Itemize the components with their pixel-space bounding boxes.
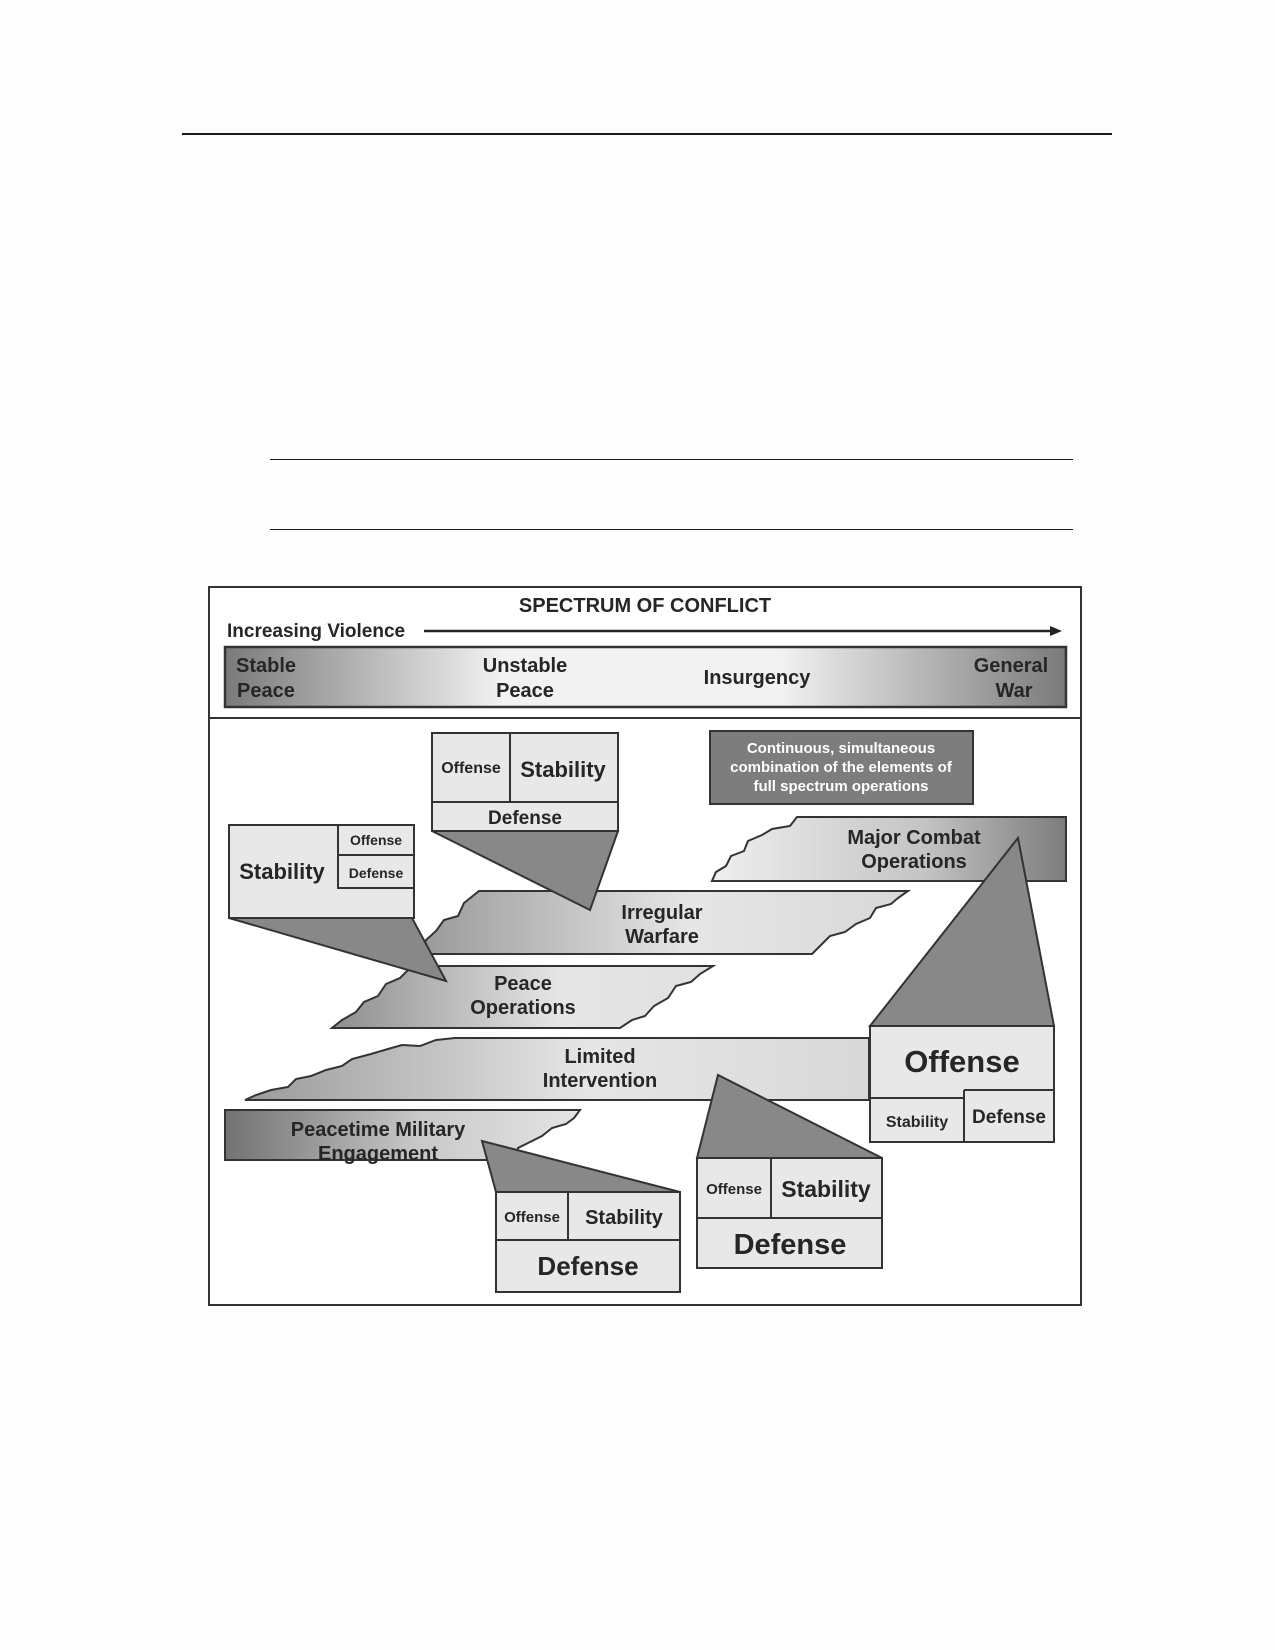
bottom-middle-block-offense: Offense	[706, 1181, 762, 1198]
caption-rule-bottom	[270, 529, 1073, 530]
bottom-left-block-stability: Stability	[585, 1207, 664, 1229]
right-block-offense: Offense	[904, 1044, 1019, 1079]
bottom-middle-block-defense: Defense	[734, 1229, 847, 1261]
arrow-head-icon	[1050, 626, 1062, 636]
band-limited-intervention	[244, 1037, 870, 1101]
spectrum-bar	[223, 645, 1068, 709]
bottom-left-block-defense: Defense	[537, 1251, 638, 1281]
callout-box	[709, 730, 974, 805]
left-block-offense: Offense	[350, 832, 402, 848]
band-peace-operations	[329, 965, 717, 1029]
block-bottom-middle: Offense Stability Defense	[696, 1157, 883, 1269]
caption-rule-top	[270, 459, 1073, 460]
right-block-stability: Stability	[886, 1114, 948, 1131]
top-block-offense: Offense	[441, 760, 501, 777]
figure-title: SPECTRUM OF CONFLICT	[519, 595, 771, 617]
band-irregular-warfare	[420, 890, 912, 955]
block-bottom-left: Offense Stability Defense	[495, 1191, 681, 1293]
top-block-stability: Stability	[520, 757, 606, 782]
block-top: Offense Stability Defense	[431, 732, 619, 832]
band-major-combat-operations	[710, 816, 1067, 882]
left-block-defense: Defense	[349, 865, 404, 881]
block-left: Stability Offense Defense	[228, 824, 415, 919]
header-rule	[182, 133, 1112, 135]
left-block-stability: Stability	[239, 859, 325, 884]
insurgency-label: Insurgency	[704, 667, 812, 689]
bottom-middle-block-stability: Stability	[781, 1176, 871, 1202]
right-block-defense: Defense	[972, 1107, 1046, 1128]
bottom-left-block-offense: Offense	[504, 1209, 560, 1226]
increasing-violence-label: Increasing Violence	[227, 621, 405, 642]
block-right: Offense Stability Defense	[869, 1025, 1055, 1143]
top-block-defense: Defense	[488, 808, 562, 829]
